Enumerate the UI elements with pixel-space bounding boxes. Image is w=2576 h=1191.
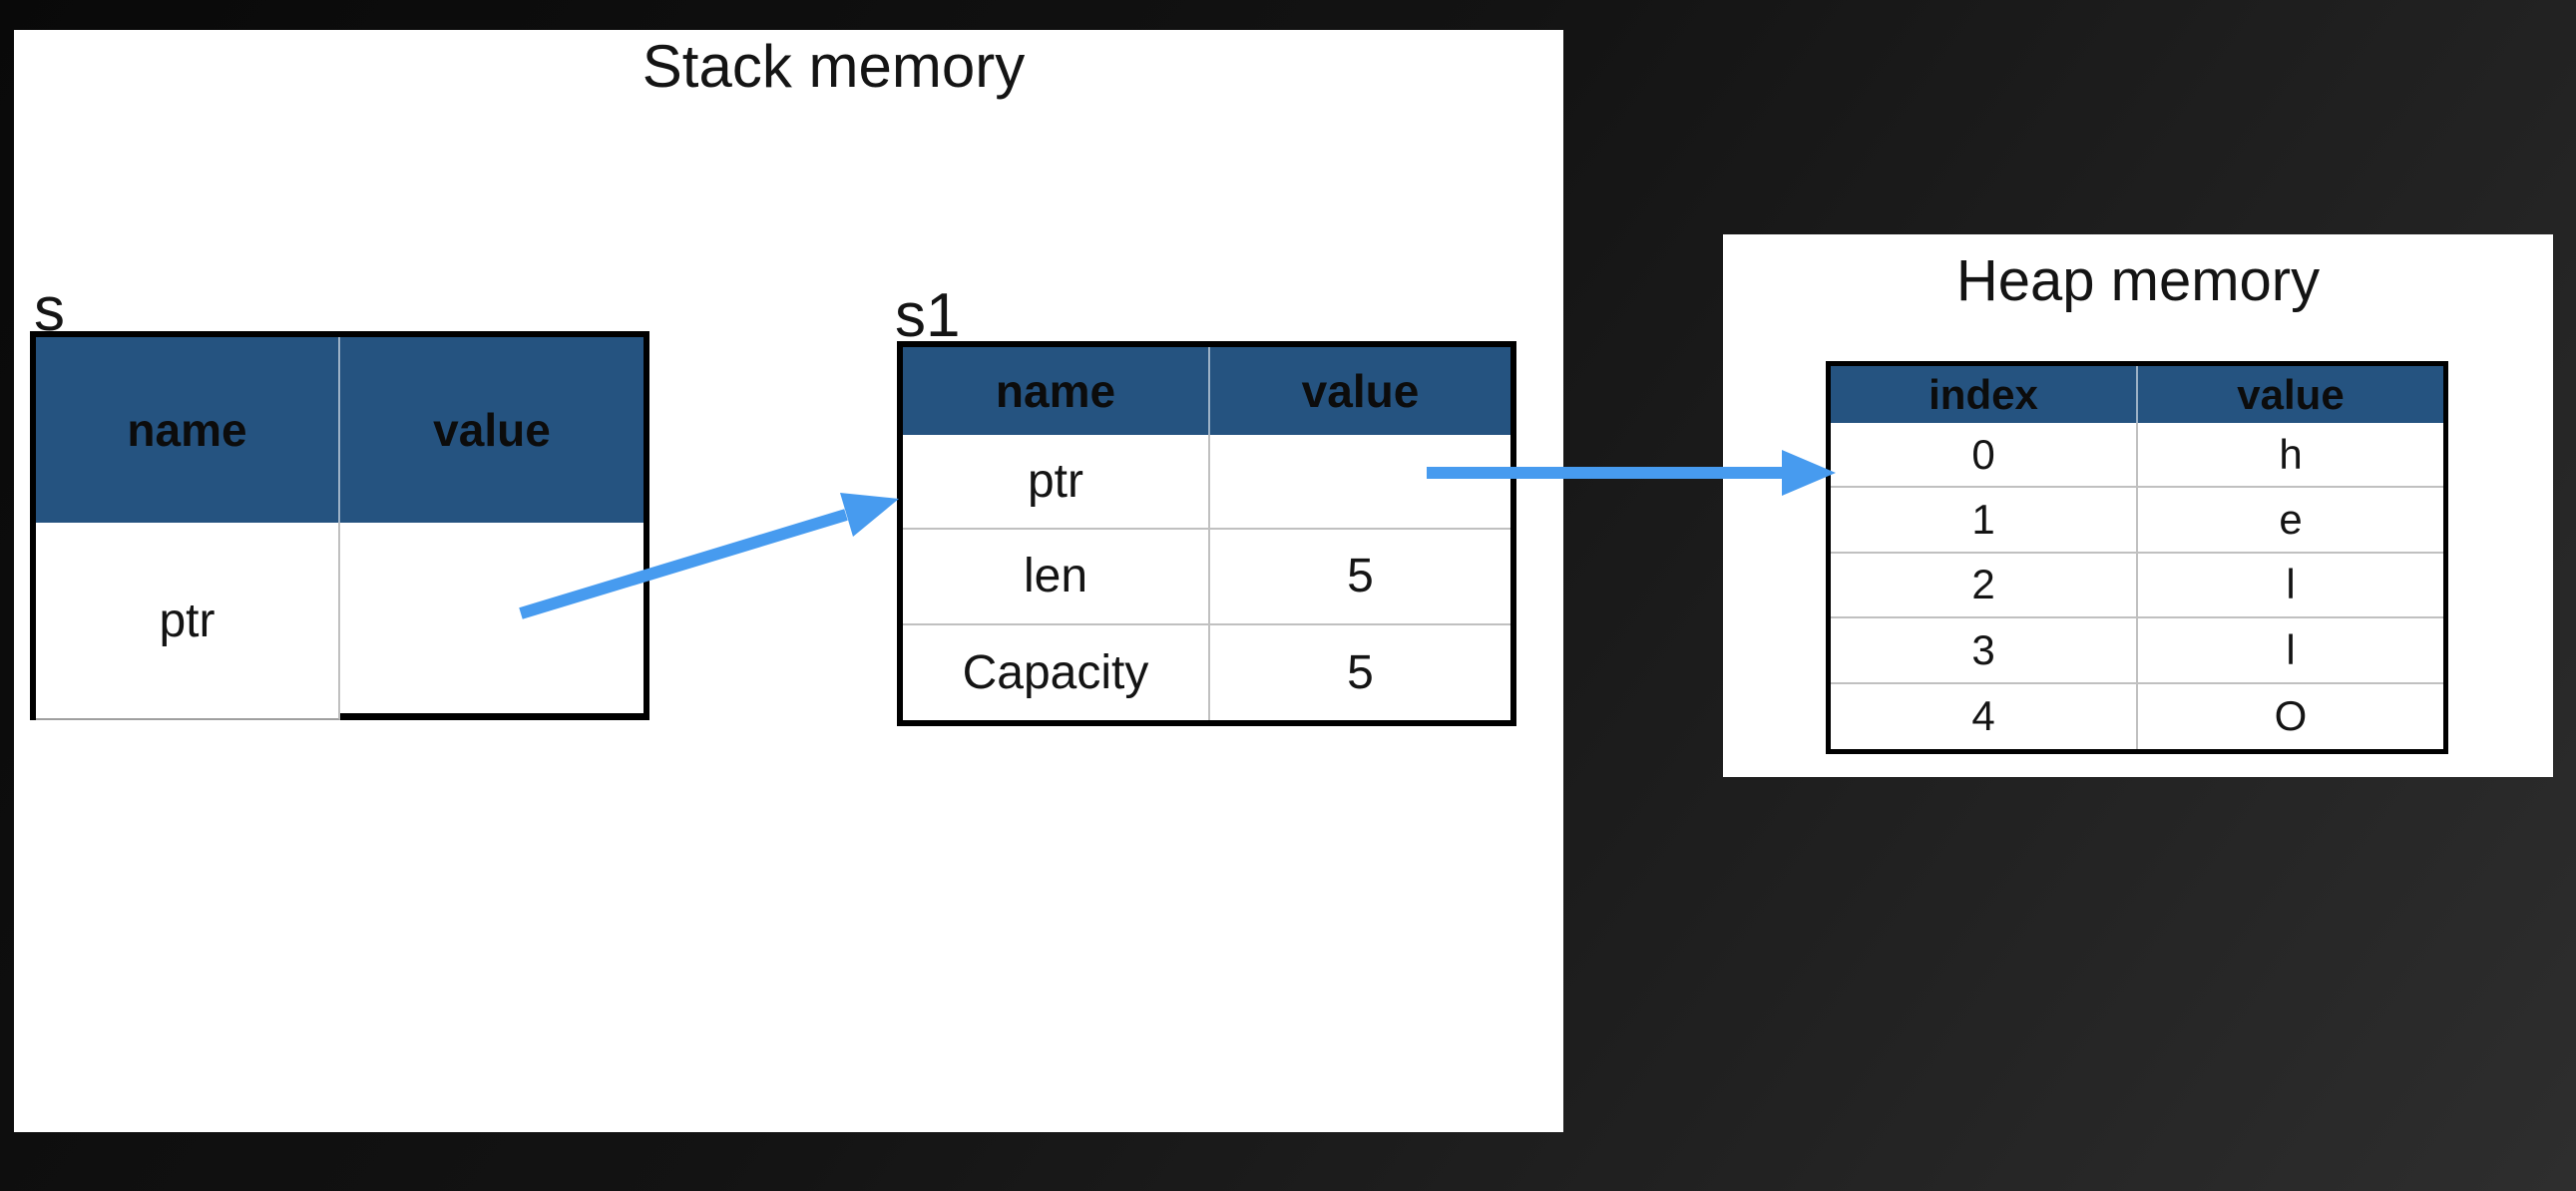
- s1-variable-table: name value ptr len 5 Capacity 5: [897, 341, 1516, 726]
- stack-panel-title: Stack memory: [642, 33, 1026, 100]
- heap-table-row2-value: l: [2138, 554, 2443, 619]
- stack-memory-panel: Stack memory s name value ptr s1 name va…: [14, 30, 1563, 1132]
- heap-table-row4-value: O: [2274, 692, 2308, 740]
- heap-string-table: index value 0 h 1 e 2 l 3 l 4 O: [1826, 361, 2448, 754]
- heap-table-row1-index: 1: [1831, 488, 2138, 554]
- heap-table-row4-index: 4: [1831, 683, 2138, 749]
- variable-label-s: s: [34, 275, 65, 344]
- s1-table-header-value: value: [1210, 347, 1510, 435]
- s1-table-header-name: name: [903, 347, 1210, 435]
- heap-table-header-index: index: [1831, 366, 2138, 423]
- heap-memory-panel: Heap memory index value 0 h 1 e 2 l 3 l …: [1723, 234, 2553, 777]
- s1-table-cell-capacity-name: Capacity: [903, 624, 1210, 720]
- heap-table-row3-index: 3: [1831, 618, 2138, 684]
- s-table-cell-ptr-value: [340, 523, 644, 720]
- heap-table-row0-value: h: [2138, 423, 2443, 489]
- s-table-header-value: value: [340, 337, 644, 523]
- heap-panel-title: Heap memory: [1955, 248, 2321, 313]
- s1-table-cell-ptr-name: ptr: [903, 435, 1210, 531]
- s1-table-cell-ptr-value: [1210, 435, 1510, 531]
- variable-label-s1: s1: [895, 281, 961, 350]
- heap-table-row1-value: e: [2138, 488, 2443, 554]
- heap-table-row0-index: 0: [1831, 423, 2138, 489]
- s-table-header-name: name: [36, 337, 340, 523]
- s1-table-cell-capacity-value: 5: [1347, 645, 1374, 699]
- heap-table-row2-index: 2: [1831, 553, 2138, 619]
- s-variable-table: name value ptr: [30, 331, 649, 720]
- s1-table-cell-len-name: len: [903, 530, 1210, 625]
- s1-table-cell-len-value: 5: [1210, 530, 1510, 625]
- s-table-cell-ptr-name: ptr: [36, 523, 340, 720]
- heap-table-row3-value: l: [2138, 618, 2443, 684]
- heap-table-header-value: value: [2138, 366, 2443, 423]
